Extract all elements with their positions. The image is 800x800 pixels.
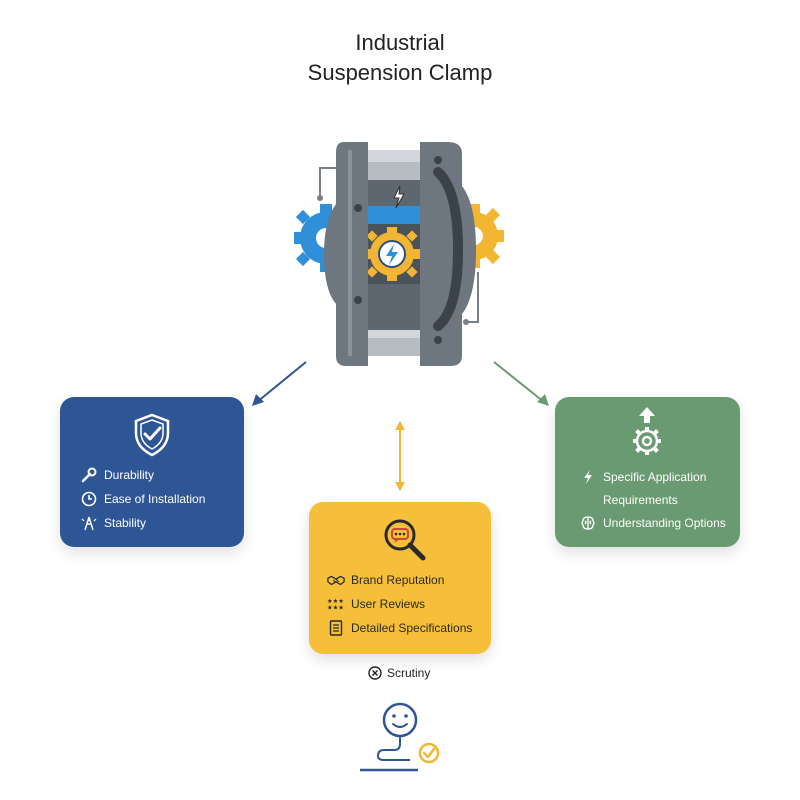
item-label: User Reviews bbox=[351, 597, 426, 611]
list-item: Stability bbox=[80, 515, 146, 531]
arrow-to-right-card bbox=[493, 361, 549, 406]
stars-icon: ★★★★★★ bbox=[327, 596, 345, 612]
item-label: Ease of Installation bbox=[104, 492, 206, 506]
item-label: Specific Application bbox=[603, 470, 707, 484]
magnifier-chat-icon bbox=[384, 519, 426, 561]
double-arrow-center bbox=[395, 421, 405, 491]
tower-icon bbox=[80, 515, 98, 531]
arrow-to-left-card bbox=[252, 361, 307, 406]
item-label: Brand Reputation bbox=[351, 573, 445, 587]
x-circle-icon bbox=[368, 666, 382, 680]
svg-text:★★★: ★★★ bbox=[327, 604, 344, 611]
list-item: Durability bbox=[80, 467, 154, 483]
list-item: Ease of Installation bbox=[80, 491, 205, 507]
title-line-1: Industrial bbox=[355, 30, 445, 55]
item-label: Detailed Specifications bbox=[351, 621, 473, 635]
gear-arrow-icon bbox=[633, 407, 661, 455]
wrench-icon bbox=[80, 467, 98, 483]
list-item: Requirements bbox=[579, 492, 678, 508]
scrutiny-text: Scrutiny bbox=[387, 666, 431, 680]
card-application-options: Specific Application Requirements Unders… bbox=[555, 397, 740, 547]
title-line-2: Suspension Clamp bbox=[307, 60, 493, 85]
shield-check-icon bbox=[134, 413, 170, 457]
card-durability-installation-stability: Durability Ease of Installation Stabilit… bbox=[60, 397, 244, 547]
bolt-icon bbox=[579, 469, 597, 485]
scrutiny-label: Scrutiny bbox=[368, 666, 430, 680]
item-label: Durability bbox=[104, 468, 155, 482]
document-icon bbox=[327, 620, 345, 636]
handshake-icon bbox=[327, 572, 345, 588]
item-label: Requirements bbox=[603, 493, 678, 507]
list-item: Brand Reputation bbox=[327, 572, 444, 588]
svg-text:★★★: ★★★ bbox=[327, 598, 344, 605]
list-item: Detailed Specifications bbox=[327, 620, 472, 636]
brain-icon bbox=[579, 515, 597, 531]
card-brand-reviews-specs: Brand Reputation ★★★★★★ User Reviews Det… bbox=[309, 502, 491, 654]
item-label: Stability bbox=[104, 516, 147, 530]
clock-icon bbox=[80, 491, 98, 507]
list-item: ★★★★★★ User Reviews bbox=[327, 596, 425, 612]
item-label: Understanding Options bbox=[603, 516, 726, 530]
list-item: Specific Application bbox=[579, 469, 706, 485]
list-item: Understanding Options bbox=[579, 515, 726, 531]
